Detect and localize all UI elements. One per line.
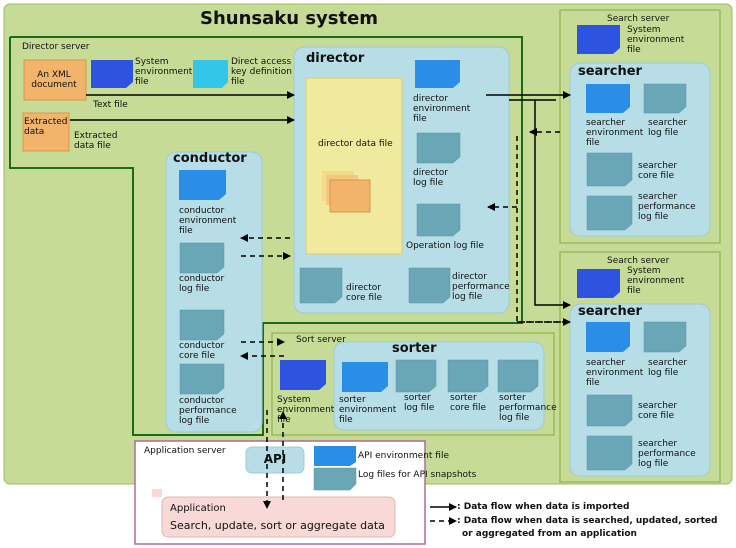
direct-access-key-file-icon <box>193 60 228 88</box>
director-env-file-icon <box>415 60 460 88</box>
searcher2-core-file-icon <box>586 394 633 427</box>
system-title: Shunsaku system <box>200 8 379 29</box>
director-log-file-icon <box>416 132 461 164</box>
legend-dashed-label-2: or aggregated from an application <box>462 529 637 539</box>
sort-system-env-label: System environment file <box>277 395 335 425</box>
director-log-file-label: director log file <box>413 168 448 188</box>
searcher1-env-file-label: searcher environment file <box>586 118 644 148</box>
conductor-core-file-label: conductor core file <box>179 341 225 361</box>
sorter-log-file-icon <box>395 359 437 393</box>
conductor-core-file-icon <box>179 309 225 341</box>
application-server-label: Application server <box>144 446 226 456</box>
director-env-file-label: director environment file <box>413 94 471 124</box>
api-box <box>245 446 305 474</box>
conductor-perf-log-label: conductor performance log file <box>179 396 237 426</box>
extracted-data-file-label: Extracted data file <box>74 131 118 151</box>
sorter-env-file-icon <box>342 362 388 392</box>
searcher-2-title: searcher <box>578 304 642 319</box>
extracted-data-label: Extracted data <box>24 117 68 137</box>
director-server-label: Director server <box>22 42 90 52</box>
search2-system-env-file-icon <box>577 269 620 298</box>
sorter-title: sorter <box>392 341 437 356</box>
sorter-env-file-label: sorter environment file <box>339 395 397 425</box>
api-label: API <box>263 452 287 466</box>
api-log-files-icon <box>313 467 357 491</box>
dash-searchers-director <box>516 132 570 323</box>
search1-system-env-label: System environment file <box>627 25 685 55</box>
api-env-file-icon <box>314 446 356 466</box>
searcher2-log-file-icon <box>643 321 687 353</box>
director-data-file-icon <box>329 179 371 213</box>
searcher1-log-file-label: searcher log file <box>648 118 688 138</box>
director-data-block <box>305 77 403 255</box>
xml-document-label: An XML document <box>31 70 77 90</box>
director-core-file-icon <box>299 267 343 304</box>
application-title: Application <box>170 503 226 514</box>
searcher1-perf-log-label: searcher performance log file <box>638 192 696 222</box>
legend-solid-label: : Data flow when data is imported <box>457 502 630 512</box>
sorter-perf-log-label: sorter performance log file <box>499 393 557 423</box>
search-server-1-label: Search server <box>607 14 670 24</box>
director-perf-log-label: director performance log file <box>452 272 510 302</box>
application-box <box>161 496 396 538</box>
flow-director-searcher2 <box>509 99 571 309</box>
director-system-env-file-icon <box>91 60 133 88</box>
sorter-perf-log-icon <box>497 359 539 393</box>
conductor-perf-log-icon <box>179 363 225 395</box>
conductor-node <box>165 151 263 433</box>
sorter-core-file-icon <box>447 359 489 393</box>
searcher2-log-file-label: searcher log file <box>648 358 688 378</box>
search-server-2-label: Search server <box>607 256 670 266</box>
api-log-files-label: Log files for API snapshots <box>358 470 477 480</box>
conductor-log-file-icon <box>179 242 225 274</box>
xml-document-icon <box>23 59 87 101</box>
searcher1-core-file-icon <box>586 152 633 187</box>
director-data-file-label: director data file <box>318 139 393 149</box>
conductor-title: conductor <box>173 151 247 166</box>
search2-system-env-label: System environment file <box>627 266 685 296</box>
director-perf-log-icon <box>408 267 451 304</box>
sort-server-label: Sort server <box>296 335 346 345</box>
operation-log-file-icon <box>416 203 461 237</box>
searcher-1-title: searcher <box>578 64 642 79</box>
operation-log-label: Operation log file <box>406 241 484 251</box>
legend-dashed-label-1: : Data flow when data is searched, updat… <box>457 516 718 526</box>
sorter-core-file-label: sorter core file <box>450 393 487 413</box>
search1-system-env-file-icon <box>577 25 620 54</box>
application-desc: Search, update, sort or aggregate data <box>170 519 385 532</box>
sort-system-env-file-icon <box>280 360 326 390</box>
searcher1-env-file-icon <box>586 84 630 113</box>
api-env-file-label: API environment file <box>358 451 449 461</box>
searcher1-log-file-icon <box>643 83 687 114</box>
conductor-log-file-label: conductor log file <box>179 274 225 294</box>
conductor-env-file-icon <box>179 170 226 200</box>
sorter-log-file-label: sorter log file <box>404 393 435 413</box>
searcher2-perf-log-label: searcher performance log file <box>638 439 696 469</box>
director-title: director <box>306 51 365 66</box>
director-server-boundary <box>9 36 523 436</box>
conductor-env-file-label: conductor environment file <box>179 206 237 236</box>
extracted-data-icon <box>22 112 70 152</box>
searcher2-perf-log-icon <box>586 435 633 471</box>
text-file-label: Text file <box>93 100 128 110</box>
system-env-file-label: System environment file <box>135 57 193 87</box>
searcher2-env-file-label: searcher environment file <box>586 358 644 388</box>
direct-access-file-label: Direct access key definition file <box>231 57 292 87</box>
searcher1-perf-log-icon <box>586 195 633 231</box>
searcher2-core-file-label: searcher core file <box>638 401 678 421</box>
director-core-file-label: director core file <box>346 283 383 303</box>
searcher1-core-file-label: searcher core file <box>638 161 678 181</box>
searcher2-env-file-icon <box>586 322 630 352</box>
